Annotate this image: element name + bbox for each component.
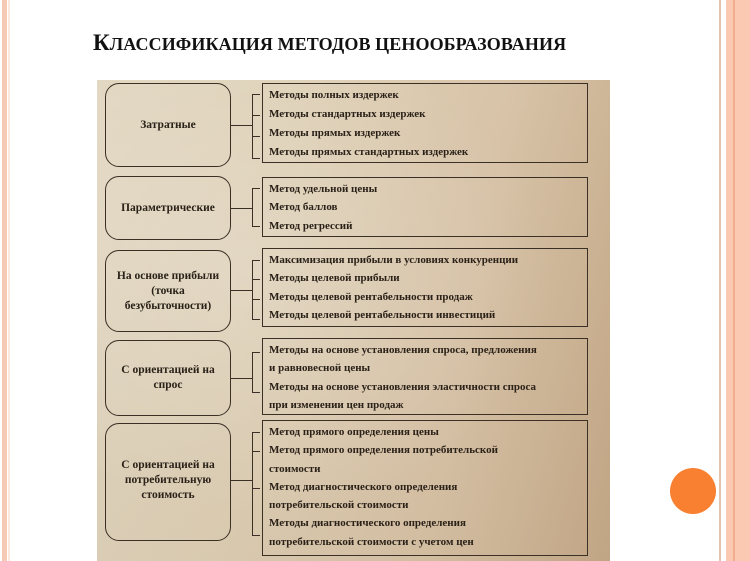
methods-box: Методы полных издержек Методы стандартны… xyxy=(262,83,588,163)
methods-box: Максимизация прибыли в условиях конкурен… xyxy=(262,248,588,327)
method-item: и равновесной цены xyxy=(269,362,371,375)
method-item: Методы полных издержек xyxy=(269,89,399,101)
method-item: Методы прямых стандартных издержек xyxy=(269,146,469,158)
category-box: Параметрические xyxy=(105,176,231,240)
method-item: Методы целевой рентабельности инвестиций xyxy=(269,308,496,321)
frame-stripe-right xyxy=(726,0,750,561)
slide-title-rest: ЛАССИФИКАЦИЯ МЕТОДОВ ЦЕНООБРАЗОВАНИЯ xyxy=(109,34,567,54)
connector-line xyxy=(231,208,252,209)
bracket-line xyxy=(252,432,261,535)
method-item: Метод прямого определения потребительско… xyxy=(269,444,498,457)
method-item: Метод регрессий xyxy=(269,219,353,232)
frame-stripe-left xyxy=(2,0,7,561)
method-item: Методы на основе установления эластичнос… xyxy=(269,380,537,393)
methods-box: Методы на основе установления спроса, пр… xyxy=(262,338,588,415)
bracket-line xyxy=(252,260,261,319)
category-box: С ориентацией на потребительную стоимост… xyxy=(105,423,231,541)
methods-box: Метод удельной цены Метод баллов Метод р… xyxy=(262,177,588,237)
method-item: потребительской стоимости с учетом цен xyxy=(269,535,474,548)
bracket-line xyxy=(252,188,261,226)
category-box: Затратные xyxy=(105,83,231,167)
bracket-line xyxy=(252,352,261,392)
category-box: С ориентацией на спрос xyxy=(105,340,231,416)
methods-box: Метод прямого определения цены Метод пря… xyxy=(262,420,588,556)
method-item: Метод баллов xyxy=(269,201,338,214)
frame-stripe-right-inner xyxy=(719,0,721,561)
method-item: Метод диагностического определения xyxy=(269,480,458,493)
method-item: Метод прямого определения цены xyxy=(269,426,439,438)
decorative-orange-circle xyxy=(670,468,716,514)
connector-line xyxy=(231,480,252,481)
method-item: стоимости xyxy=(269,462,321,475)
method-item: Методы прямых издержек xyxy=(269,127,401,139)
frame-stripe-left-inner xyxy=(8,0,10,561)
method-item: Метод удельной цены xyxy=(269,183,378,195)
classification-diagram-photo: Затратные Методы полных издержек Методы … xyxy=(97,80,610,561)
slide-title-initial: К xyxy=(93,30,110,55)
connector-line xyxy=(231,290,252,291)
slide-title: КЛАССИФИКАЦИЯ МЕТОДОВ ЦЕНООБРАЗОВАНИЯ xyxy=(93,30,623,56)
method-item: Методы целевой прибыли xyxy=(269,272,400,285)
method-item: при изменении цен продаж xyxy=(269,398,404,411)
bracket-line xyxy=(252,94,261,158)
method-item: Методы целевой рентабельности продаж xyxy=(269,290,473,303)
connector-line xyxy=(231,125,252,126)
method-item: Методы диагностического определения xyxy=(269,517,466,530)
frame-stripe-right-line xyxy=(733,0,735,561)
method-item: потребительской стоимости xyxy=(269,499,409,512)
method-item: Максимизация прибыли в условиях конкурен… xyxy=(269,254,519,266)
connector-line xyxy=(231,378,252,379)
method-item: Методы на основе установления спроса, пр… xyxy=(269,344,537,356)
category-box: На основе прибыли (точка безубыточности) xyxy=(105,250,231,332)
method-item: Методы стандартных издержек xyxy=(269,108,426,120)
